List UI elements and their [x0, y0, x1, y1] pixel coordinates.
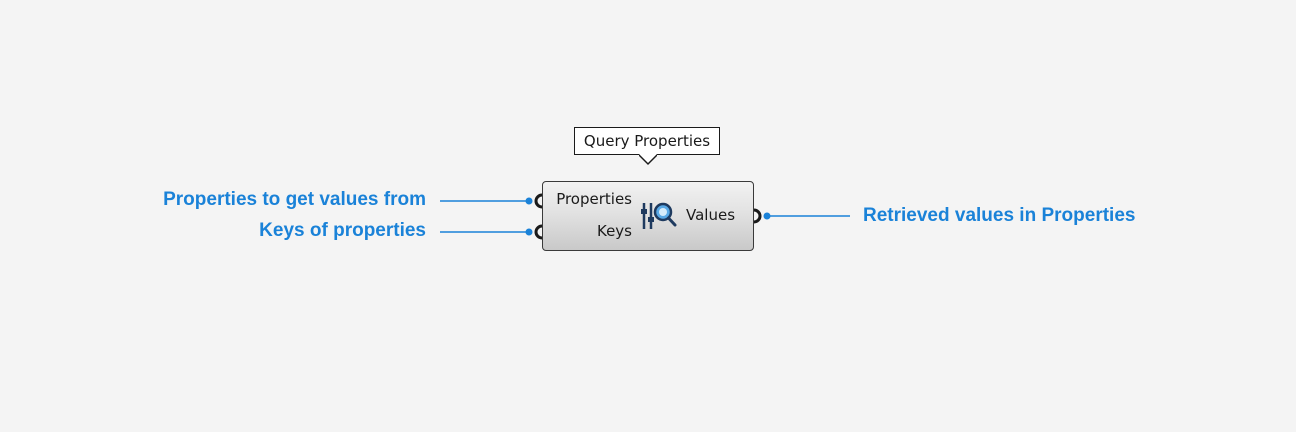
component-name-tooltip: Query Properties	[574, 127, 720, 155]
query-properties-component[interactable]: Properties Keys Values	[542, 181, 754, 251]
output-param-values[interactable]: Values	[686, 206, 736, 224]
callout-keys-input: Keys of properties	[259, 220, 426, 241]
tooltip-pointer	[639, 154, 657, 166]
callout-properties-input: Properties to get values from	[163, 189, 426, 210]
input-grip-keys	[534, 224, 543, 240]
input-param-keys[interactable]: Keys	[596, 222, 632, 240]
leader-dot-keys	[525, 228, 533, 236]
input-param-properties[interactable]: Properties	[556, 190, 632, 208]
leader-dot-properties	[525, 197, 533, 205]
query-properties-icon	[641, 202, 677, 229]
callout-values-output: Retrieved values in Properties	[863, 205, 1136, 226]
leader-dot-values	[763, 212, 771, 220]
input-grip-properties	[534, 193, 543, 209]
output-grip-values	[753, 208, 762, 224]
